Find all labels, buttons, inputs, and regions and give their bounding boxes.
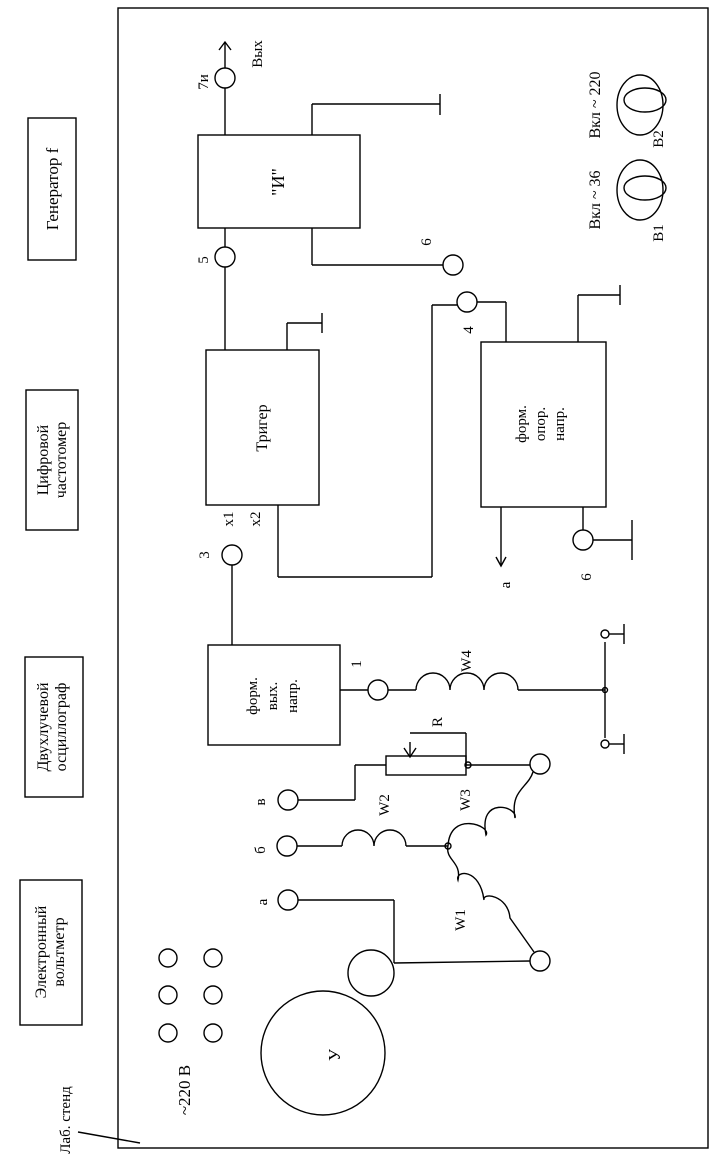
voltmeter-label-2: вольтметр (51, 917, 68, 986)
generator-box (27, 117, 77, 261)
out-former-box (207, 644, 341, 746)
node-3-label: 3 (197, 551, 213, 559)
v220-label: ~220 В (175, 1065, 194, 1115)
socket-220-6 (203, 1023, 223, 1043)
node-4-label: 4 (461, 326, 477, 334)
oscilloscope-label-1: Двухлучевой (35, 682, 52, 772)
node-4 (456, 291, 478, 313)
terminal-v-label: в (253, 798, 269, 805)
resistor-r-label: R (430, 717, 446, 727)
unit-u-label: У (325, 1048, 344, 1061)
switch-b1-label: В1 (651, 224, 667, 242)
x2-label: х2 (248, 512, 264, 527)
node-w4-top (600, 629, 610, 639)
voltmeter-label-1: Электронный (33, 905, 50, 998)
node-6-bottom (572, 529, 594, 551)
switch-b2-base (616, 74, 664, 136)
socket-220-5 (158, 1023, 178, 1043)
ref-former-label-1: форм. (514, 405, 530, 443)
x1-label: х1 (221, 512, 237, 527)
coil-w2 (341, 829, 407, 847)
arrow-a-label: а (498, 581, 514, 588)
resistor-r-wiper (403, 747, 417, 759)
coil-w1 (447, 845, 535, 953)
out-arrow (218, 40, 232, 51)
node-5-label: 5 (196, 256, 212, 264)
unit-u-circle (260, 990, 386, 1116)
terminal-b (276, 835, 298, 857)
node-6-bottom-label: 6 (579, 573, 595, 581)
trigger-label: Тригер (254, 404, 271, 451)
socket-220-2 (203, 948, 223, 968)
freq-counter-label-1: Цифровой (35, 424, 52, 495)
switch-b1-base (616, 159, 664, 221)
switch-b1-lever (623, 175, 667, 201)
w3-label: W3 (458, 789, 474, 811)
stand-frame (117, 7, 709, 1149)
node-w4-junction (601, 686, 609, 694)
node-7i (214, 67, 236, 89)
generator-label: Генератор f (43, 147, 62, 230)
freq-counter-box (25, 389, 79, 531)
lab-stand-label: Лаб. стенд (58, 1086, 74, 1154)
unit-u-knob (347, 949, 395, 997)
lab-stand-leader (77, 1131, 141, 1144)
socket-220-1 (158, 948, 178, 968)
resistor-r (385, 755, 467, 776)
terminal-v (277, 789, 299, 811)
node-1-label: 1 (349, 660, 365, 668)
and-gate-label: "И" (268, 168, 288, 196)
out-former-label-3: напр. (285, 679, 301, 713)
node-5 (214, 246, 236, 268)
node-6-top (442, 254, 464, 276)
terminal-w1-bottom (529, 950, 551, 972)
freq-counter-label-2: частотомер (53, 422, 70, 499)
w2-label: W2 (377, 794, 393, 816)
node-7i-label: 7и (196, 74, 212, 90)
socket-220-4 (203, 985, 223, 1005)
terminal-a (277, 889, 299, 911)
coil-w3 (447, 771, 534, 847)
out-former-label-2: вых. (265, 682, 281, 710)
w1-label: W1 (453, 909, 469, 931)
switch-b1-on-label: Вкл ~ 36 (587, 170, 604, 229)
terminal-b-label: б (253, 846, 269, 854)
out-former-label-1: форм. (245, 677, 261, 715)
ref-former-box (480, 341, 607, 508)
terminal-w3-top (529, 753, 551, 775)
terminal-a-label: а (255, 898, 271, 905)
oscilloscope-box (24, 656, 84, 798)
trigger-box (205, 349, 320, 506)
ref-former-label-2: опор. (533, 407, 549, 441)
out-label: Вых (250, 40, 266, 68)
node-6-top-label: 6 (419, 238, 435, 246)
switch-b2-on-label: Вкл ~ 220 (587, 71, 604, 138)
node-3 (221, 544, 243, 566)
node-1 (367, 679, 389, 701)
node-r (464, 761, 472, 769)
and-gate-box (197, 134, 361, 229)
ref-former-label-3: напр. (552, 407, 568, 441)
w4-label: W4 (459, 650, 475, 672)
node-w4-bottom (600, 739, 610, 749)
coil-w4 (415, 672, 519, 691)
switch-b2-label: В2 (651, 130, 667, 148)
arrow-a (495, 556, 507, 568)
voltmeter-box (19, 879, 83, 1026)
oscilloscope-label-2: осциллограф (53, 683, 70, 772)
switch-b2-lever (623, 87, 667, 113)
socket-220-3 (158, 985, 178, 1005)
